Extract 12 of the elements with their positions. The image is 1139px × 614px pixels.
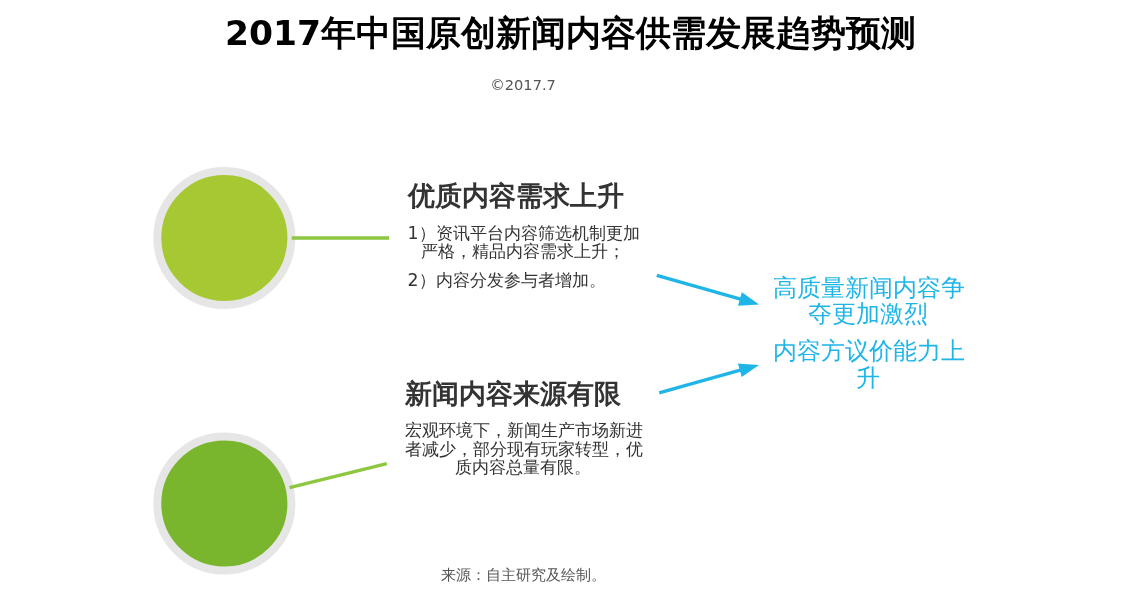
diagram-title: 2017年中国原创新闻内容供需发展趋势预测 (225, 13, 917, 54)
node-text: 优质内容需求上升 1）资讯平台内容筛选机制更加严格，精品内容需求上升； 2）内容分发参与者增加。 (407, 179, 640, 291)
node-text: 高质量新闻内容争夺更加激烈 内容方议价能力上升 (772, 273, 965, 392)
arrow (656, 273, 760, 306)
connector (289, 462, 388, 490)
node-text: 新闻内容来源有限 宏观环境下，新闻生产市场新进者减少，部分现有玩家转型，优质内容总量有限。 (404, 377, 643, 478)
node-circle (153, 166, 296, 309)
arrow (658, 363, 760, 395)
connector (291, 236, 390, 240)
label: ©2017.7 (490, 76, 556, 94)
node-circle (153, 432, 296, 575)
label: 来源：自主研究及绘制。 (440, 566, 606, 584)
